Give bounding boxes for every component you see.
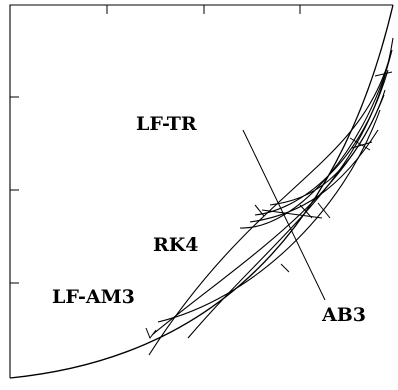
plot-frame — [9, 4, 393, 378]
label-lf-tr: LF-TR — [136, 113, 197, 135]
curve-lf-am3-lower — [157, 109, 381, 323]
curve-mark-1 — [374, 71, 393, 77]
curve-mark-3 — [351, 141, 373, 149]
curve-lf-tr — [239, 49, 393, 229]
curve-ab3 — [269, 94, 385, 206]
leader-lf-tr — [242, 129, 326, 301]
label-ab3: AB3 — [321, 304, 366, 326]
label-lf-am3: LF-AM3 — [52, 286, 135, 308]
curve-ab3-2 — [249, 129, 379, 223]
curve-mark-2 — [349, 137, 371, 151]
curve-mark-8 — [145, 327, 157, 340]
label-rk4: RK4 — [153, 234, 199, 256]
curve-mark-5 — [299, 204, 313, 219]
curve-lf-am3 — [148, 59, 390, 356]
curve-mark-7 — [280, 263, 290, 273]
curve-mark-4 — [317, 202, 331, 219]
curve-rk4 — [187, 37, 394, 339]
curve-mark-6 — [254, 204, 265, 217]
boundary-arc — [9, 4, 394, 379]
leader-ab3-bundle — [261, 209, 323, 219]
